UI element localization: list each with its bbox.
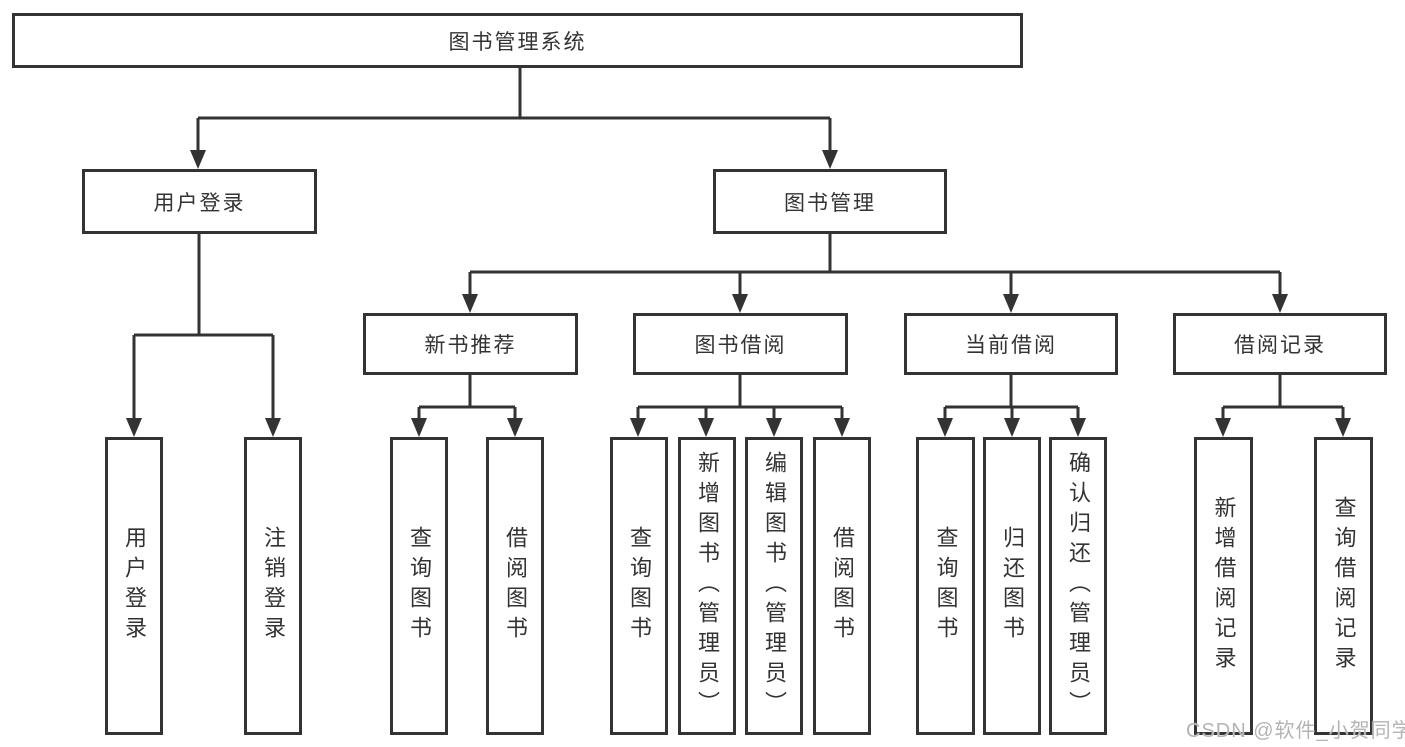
leaf-records-add-borrow-record: 新增借阅记录 — [1194, 437, 1253, 735]
leaf-logout: 注销登录 — [244, 437, 302, 735]
node-new-book-recommendation: 新书推荐 — [363, 313, 578, 375]
node-book-borrowing: 图书借阅 — [633, 313, 848, 375]
leaf-borrowing-edit-books-admin: 编辑图书（管理员） — [745, 437, 803, 735]
leaf-current-confirm-return-admin: 确认归还（管理员） — [1049, 437, 1107, 735]
leaf-borrowing-borrow-books: 借阅图书 — [813, 437, 871, 735]
node-user-login: 用户登录 — [82, 169, 317, 234]
node-current-borrowing: 当前借阅 — [904, 313, 1118, 375]
node-borrowing-records: 借阅记录 — [1173, 313, 1387, 375]
node-root-library-management-system: 图书管理系统 — [12, 13, 1023, 68]
csdn-watermark: CSDN @软件_小贺同学 — [1186, 720, 1405, 742]
node-book-management: 图书管理 — [713, 169, 947, 234]
leaf-newbook-borrow-books: 借阅图书 — [486, 437, 544, 735]
leaf-borrowing-add-books-admin: 新增图书（管理员） — [678, 437, 736, 735]
leaf-borrowing-query-books: 查询图书 — [610, 437, 668, 735]
leaf-records-query-borrow-record: 查询借阅记录 — [1314, 437, 1373, 735]
leaf-current-return-books: 归还图书 — [983, 437, 1041, 735]
leaf-user-login: 用户登录 — [105, 437, 163, 735]
leaf-current-query-books: 查询图书 — [916, 437, 975, 735]
leaf-newbook-query-books: 查询图书 — [390, 437, 448, 735]
